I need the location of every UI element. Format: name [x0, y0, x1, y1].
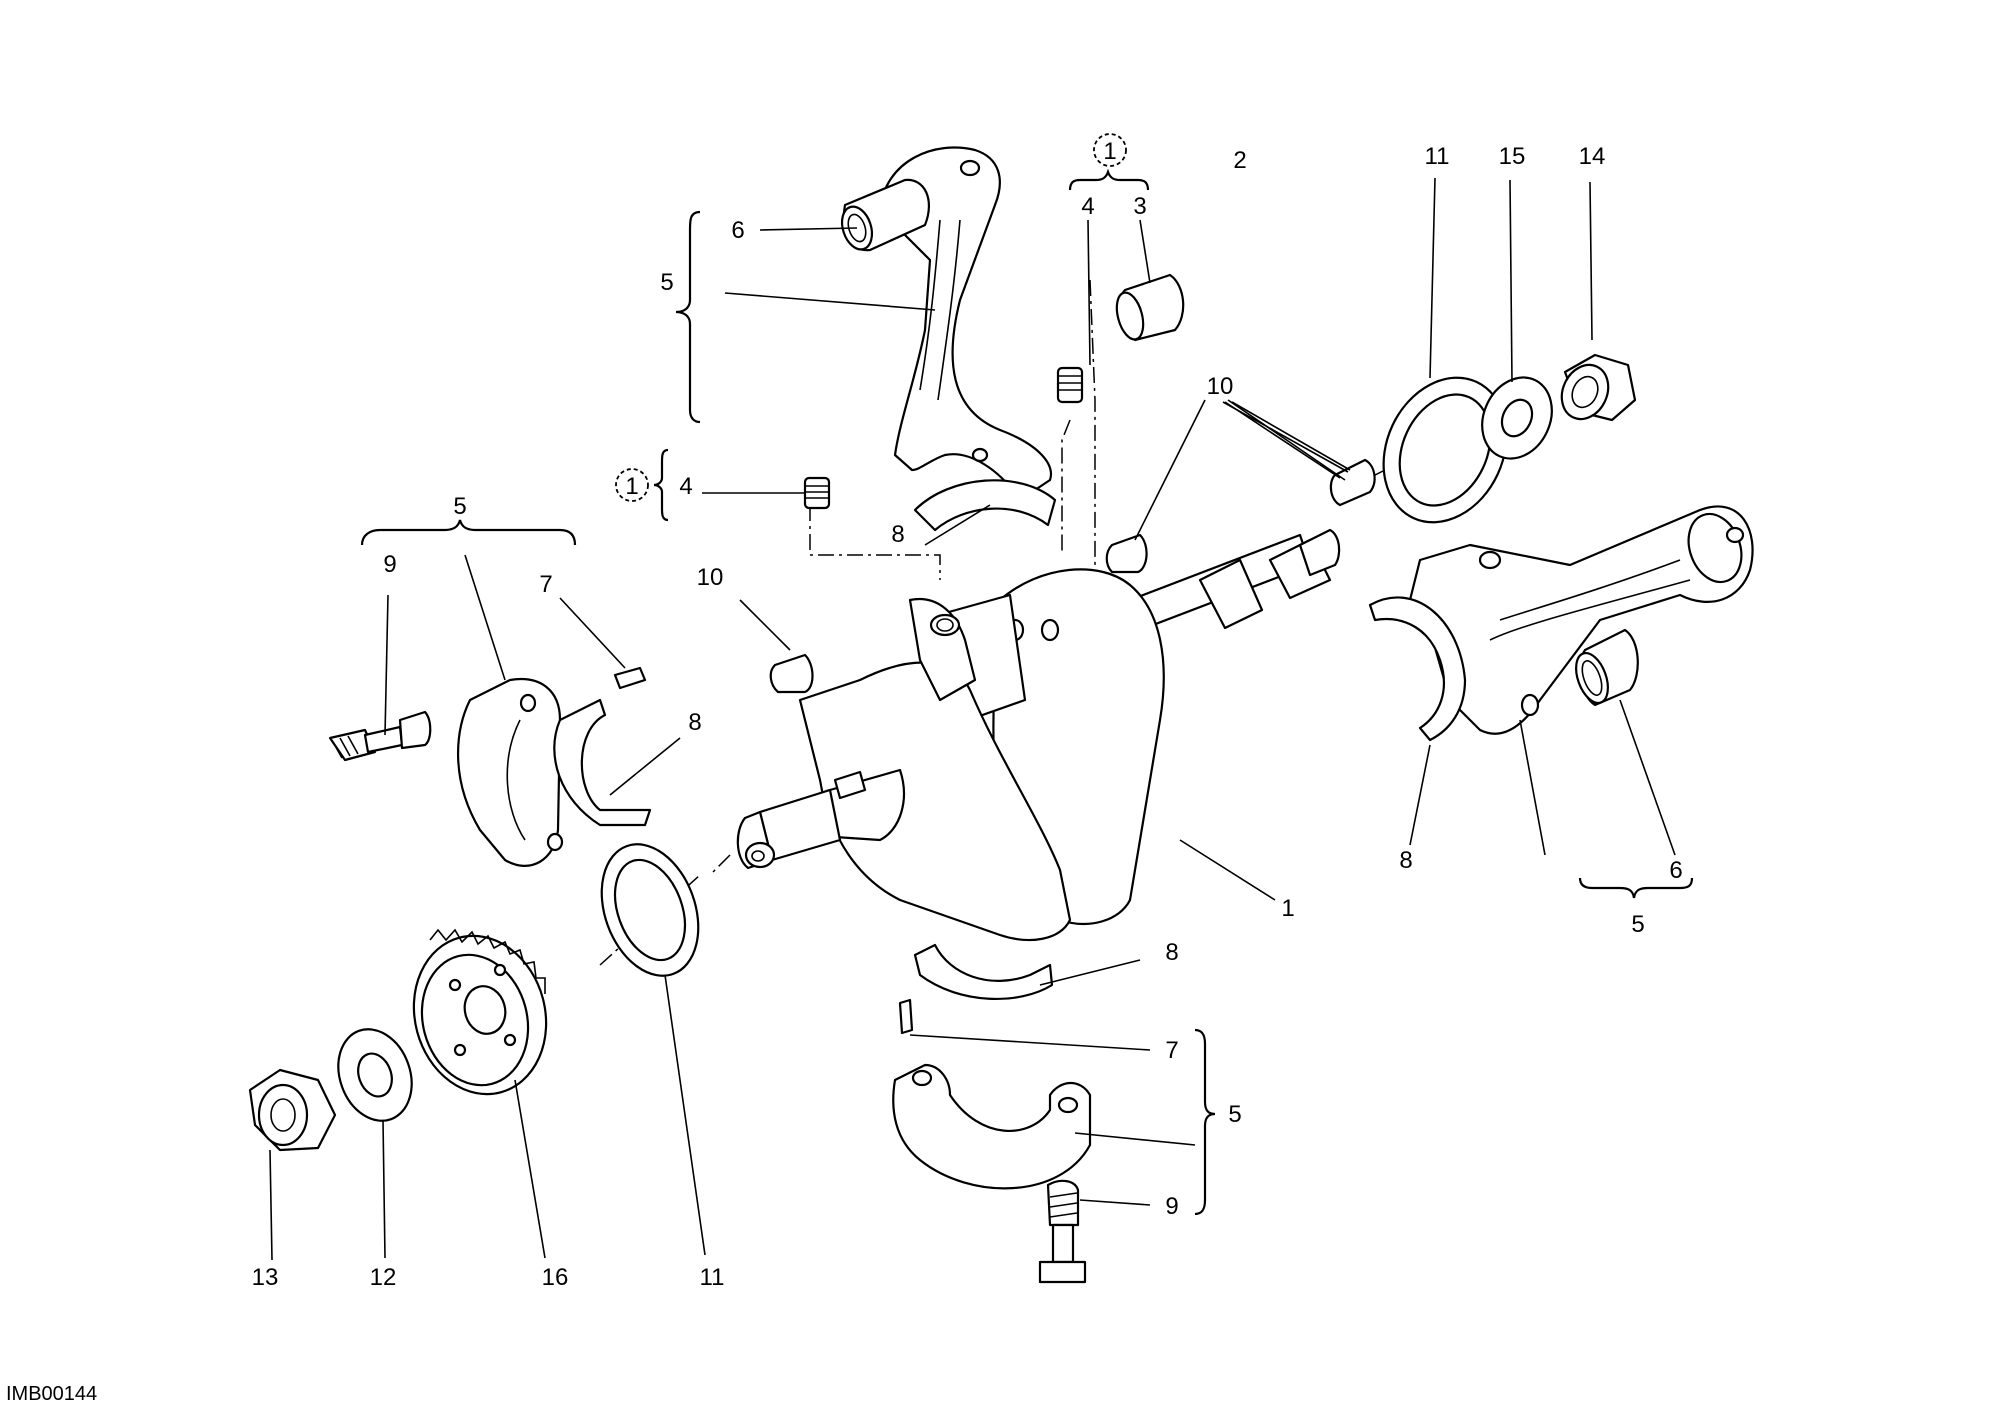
top-connecting-rod: [840, 146, 1052, 502]
leader-lines: [269, 177, 1676, 1261]
plug-4-left: [803, 476, 831, 510]
callout-plug-bracket-3: 3: [1133, 193, 1146, 220]
callout-plug-left-4: 4: [679, 473, 692, 500]
reference-mark-top-label: 1: [1103, 138, 1116, 165]
right-bearing-shell: [1368, 596, 1467, 742]
callout-crankshaft: 1: [1281, 895, 1294, 922]
callout-labels: 6 5 8 4 3 4 2 10 10 11 15 14 5 9 7 8 1 8…: [252, 143, 1683, 1291]
callout-nut-13: 13: [252, 1264, 279, 1291]
callout-pin-left: 7: [539, 571, 552, 598]
callout-key-center: 10: [1207, 373, 1234, 400]
callout-key-left: 10: [697, 564, 724, 591]
callout-washer-right: 11: [1425, 143, 1450, 170]
thrust-washer-left: [600, 843, 700, 977]
callout-bolt-bottom: 9: [1165, 1193, 1178, 1220]
callout-bolt-left: 9: [383, 551, 396, 578]
callout-washer-left: 11: [700, 1264, 725, 1291]
washer-12: [337, 1028, 413, 1122]
bottom-bearing-shell: [913, 943, 1054, 1001]
reference-mark-left: 1: [615, 468, 649, 502]
pin-7-bottom: [898, 998, 914, 1035]
callout-gear-16: 16: [542, 1264, 569, 1291]
bottom-cap: [892, 1063, 1092, 1190]
callout-right-bush: 6: [1669, 857, 1682, 884]
callout-plug-bracket-4: 4: [1081, 193, 1094, 220]
plug-2: [1329, 458, 1376, 507]
callout-plug-right-2: 2: [1233, 147, 1246, 174]
woodruff-key-left: [769, 653, 814, 694]
callout-right-group: 5: [1631, 911, 1644, 938]
right-connecting-rod: [1408, 505, 1754, 735]
callout-top-shell: 8: [891, 521, 904, 548]
top-bearing-shell: [913, 479, 1057, 532]
nut-13: [248, 1068, 337, 1152]
reference-mark-top: 1: [1093, 133, 1127, 167]
bolt-9-bottom: [1038, 1179, 1087, 1284]
image-code: IMB00144: [6, 1383, 97, 1405]
callout-shell-left: 8: [688, 709, 701, 736]
thrust-washer-right: [1382, 376, 1508, 524]
plug-4-top: [1056, 366, 1084, 404]
plug-3: [1115, 273, 1185, 342]
callout-washer-12: 12: [370, 1264, 397, 1291]
washer-15: [1481, 376, 1553, 460]
callout-cap-bottom-group: 5: [1228, 1101, 1241, 1128]
callout-cap-group-left: 5: [453, 493, 466, 520]
crankshaft: [736, 528, 1341, 942]
nut-14: [1560, 353, 1637, 422]
callout-shell-bottom: 8: [1165, 939, 1178, 966]
woodruff-key-right: [1105, 533, 1148, 574]
callout-top-rod-group: 5: [660, 269, 673, 296]
callout-washer-15: 15: [1499, 143, 1526, 170]
gear-16: [412, 928, 548, 1096]
reference-mark-left-label: 1: [625, 473, 638, 500]
group-brackets: [360, 168, 1694, 1216]
callout-pin-bottom: 7: [1165, 1037, 1178, 1064]
callout-top-rod-bush: 6: [731, 217, 744, 244]
left-cap-and-shell: [328, 666, 652, 867]
callout-right-shell: 8: [1399, 847, 1412, 874]
callout-nut-14: 14: [1579, 143, 1606, 170]
